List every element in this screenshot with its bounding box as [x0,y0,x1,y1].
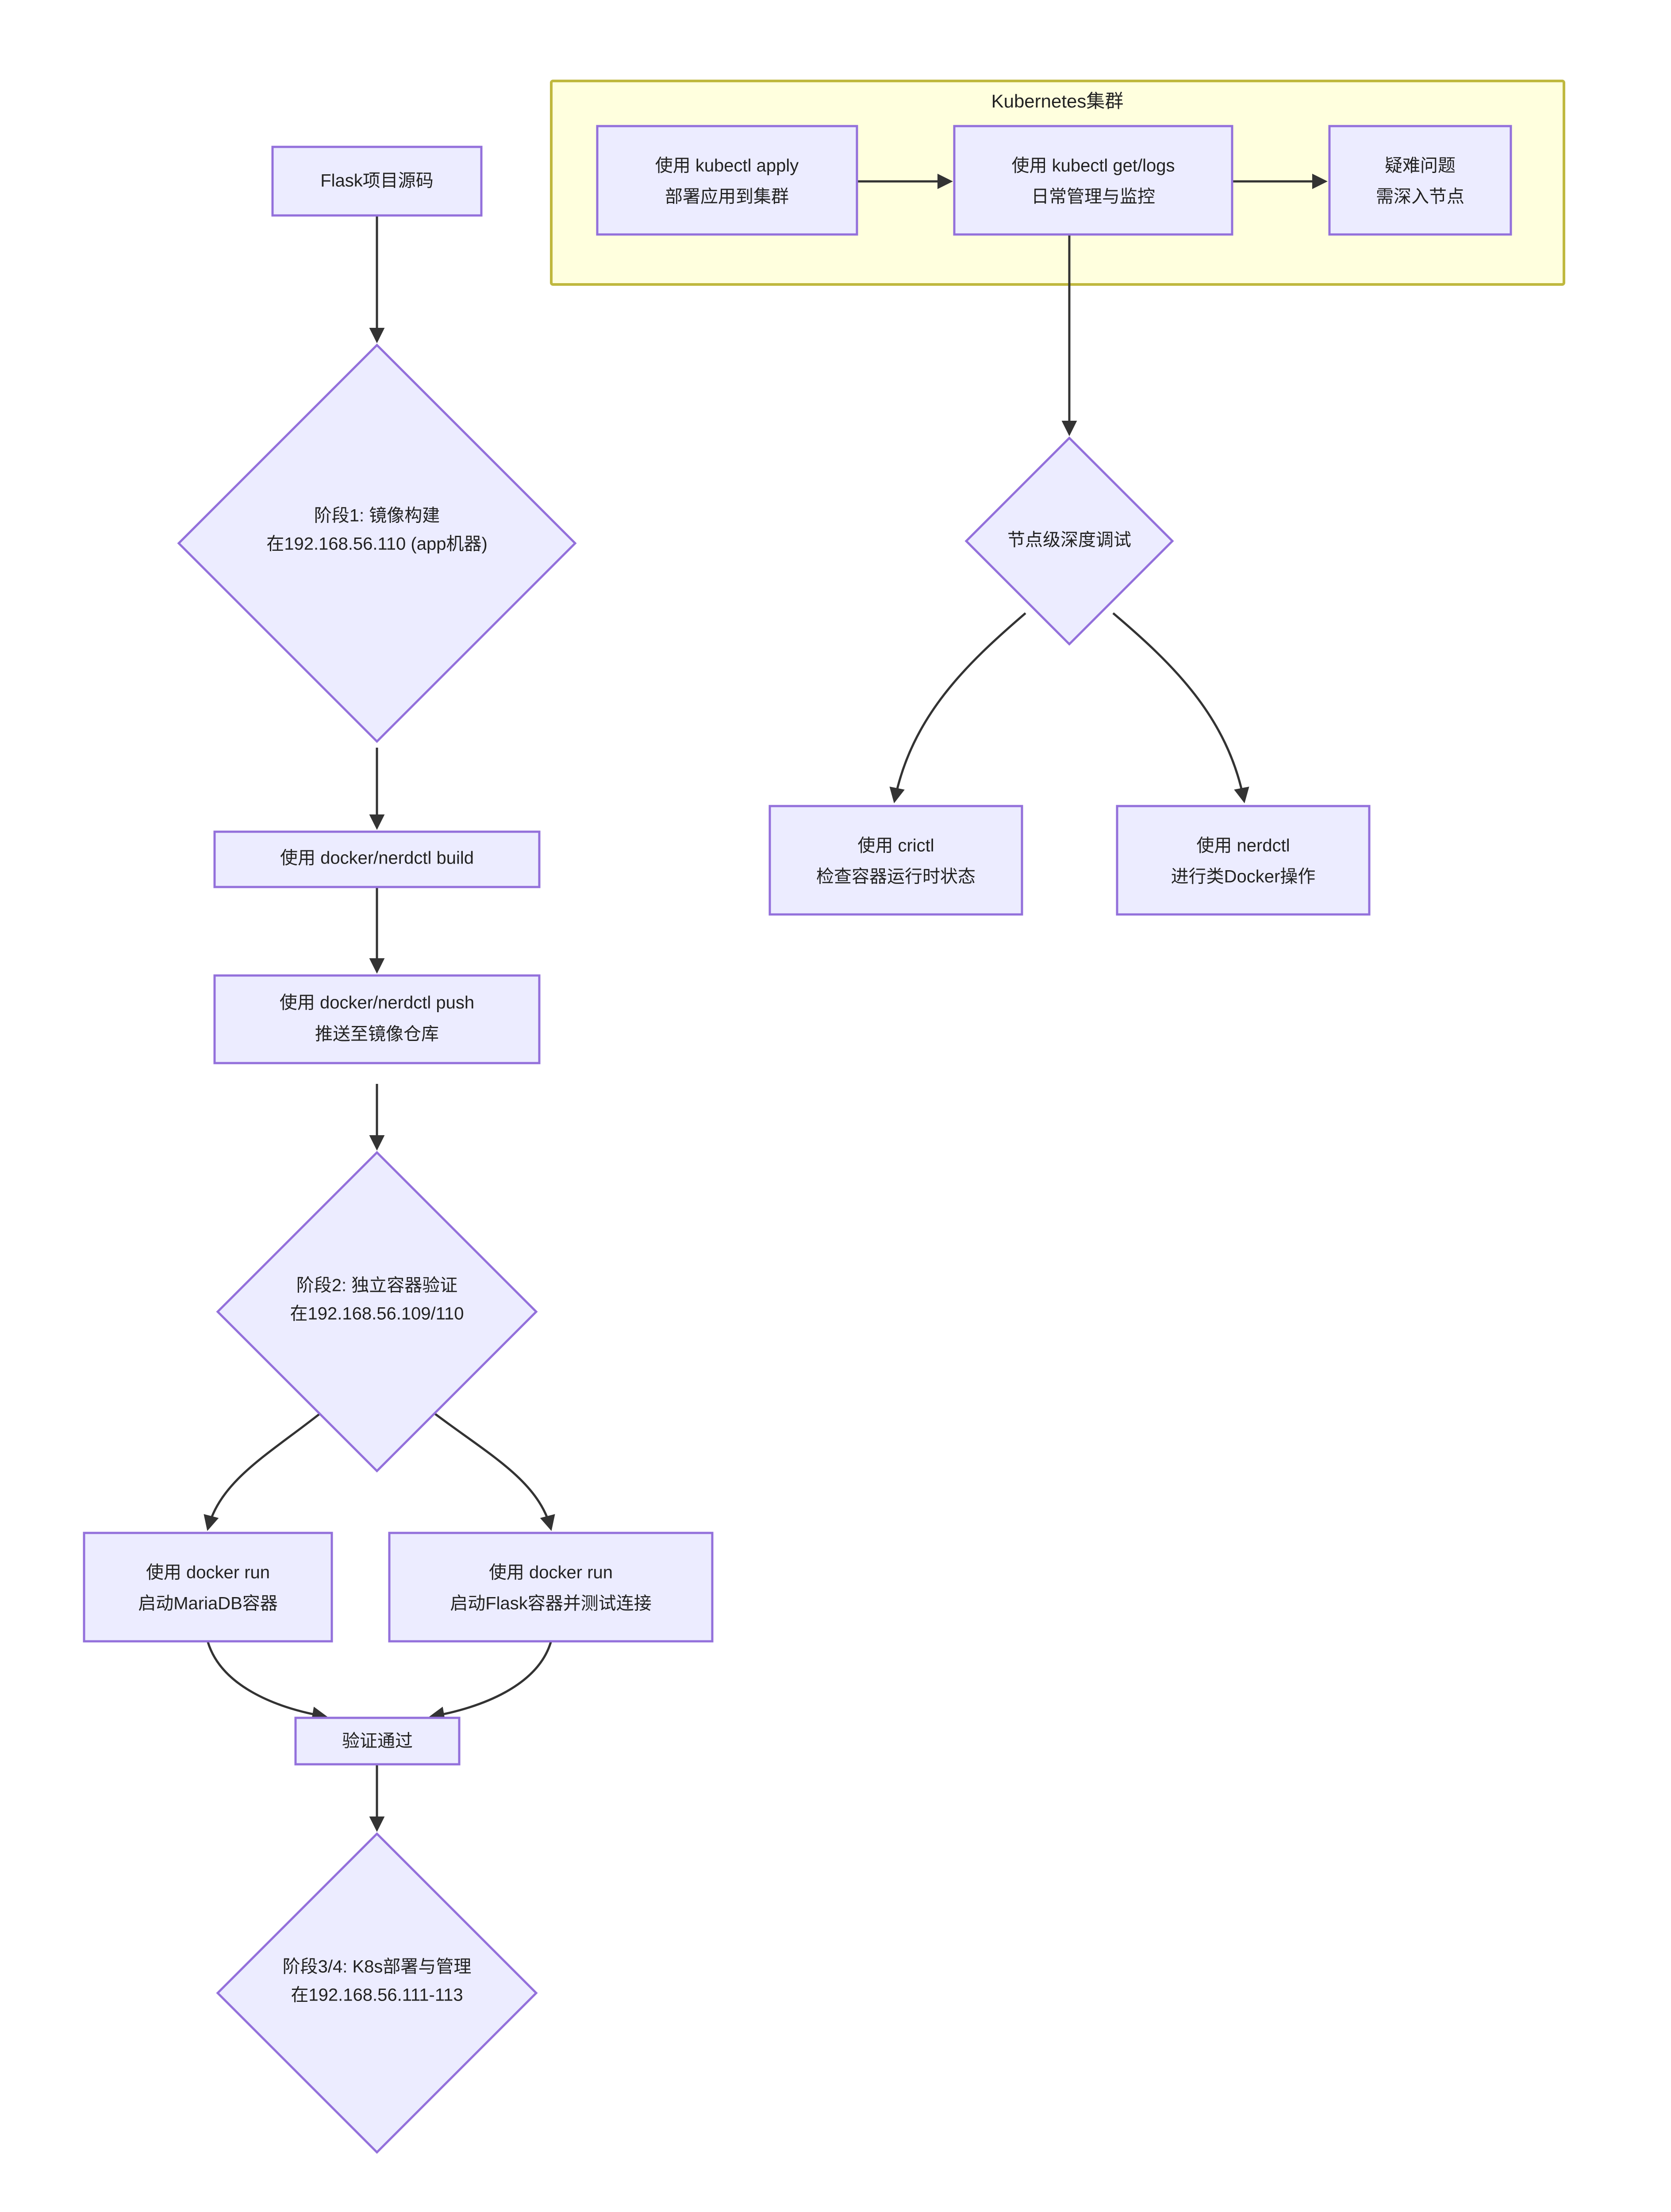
node-flask-run[interactable]: 使用 docker run 启动Flask容器并测试连接 [388,1532,714,1643]
node-phase34-shape[interactable] [216,1832,538,2154]
node-verified[interactable]: 验证通过 [294,1717,461,1766]
node-build-line1: 使用 docker/nerdctl build [280,849,474,868]
edge-nodedebug-to-crictl [889,612,1026,803]
node-kubectl-getlogs-shape[interactable] [953,125,1233,236]
node-crictl-line2: 检查容器运行时状态 [816,867,976,887]
node-crictl[interactable]: 使用 crictl 检查容器运行时状态 [768,805,1023,916]
node-verified-line1: 验证通过 [342,1732,413,1751]
node-kubectl-apply[interactable]: 使用 kubectl apply 部署应用到集群 [596,125,858,236]
edge-phase2-to-mariadb [204,1405,330,1531]
node-flask-source-shape[interactable] [271,146,483,217]
node-verified-shape[interactable] [294,1717,461,1766]
node-mariadb-run-line2: 启动MariaDB容器 [138,1594,278,1613]
edge-nodedebug-to-nerdctl [1112,612,1249,803]
node-mariadb-run-line1: 使用 docker run [146,1563,270,1582]
node-node-debug[interactable]: 节点级深度调试 [964,436,1174,646]
node-hard-issue-line1: 疑难问题 [1385,156,1456,176]
edge-flaskrun-to-verified [429,1642,552,1722]
node-phase1-line2: 在192.168.56.110 (app机器) [266,534,488,554]
node-phase34[interactable]: 阶段3/4: K8s部署与管理 在192.168.56.111-113 [216,1832,538,2154]
node-hard-issue-line2: 需深入节点 [1376,187,1464,207]
node-push-line2: 推送至镜像仓库 [315,1025,439,1044]
cluster-title: Kubernetes集群 [991,91,1124,111]
edge-phase2-to-flaskrun [424,1405,555,1531]
node-phase34-line2: 在192.168.56.111-113 [291,1985,463,2005]
node-kubectl-getlogs-line2: 日常管理与监控 [1031,187,1155,207]
node-phase2-line1: 阶段2: 独立容器验证 [296,1276,457,1295]
node-phase1-shape[interactable] [177,343,577,743]
node-phase2-line2: 在192.168.56.109/110 [290,1304,464,1324]
node-nerdctl-shape[interactable] [1116,805,1371,916]
node-flask-source-line1: Flask项目源码 [320,171,434,191]
node-nerdctl-line2: 进行类Docker操作 [1171,867,1316,887]
node-kubectl-getlogs[interactable]: 使用 kubectl get/logs 日常管理与监控 [953,125,1233,236]
node-phase2-shape[interactable] [216,1151,538,1473]
node-phase1-line1: 阶段1: 镜像构建 [314,506,440,526]
node-flask-source[interactable]: Flask项目源码 [271,146,483,217]
edge-layer [204,173,1328,1832]
node-nerdctl-line1: 使用 nerdctl [1196,836,1290,856]
node-crictl-line1: 使用 crictl [857,836,934,856]
node-flask-run-line1: 使用 docker run [489,1563,613,1582]
node-push-shape[interactable] [213,974,541,1064]
node-crictl-shape[interactable] [768,805,1023,916]
node-mariadb-run[interactable]: 使用 docker run 启动MariaDB容器 [83,1532,333,1643]
node-kubectl-apply-line2: 部署应用到集群 [665,187,789,207]
node-phase1[interactable]: 阶段1: 镜像构建 在192.168.56.110 (app机器) [177,343,577,743]
node-flask-run-line2: 启动Flask容器并测试连接 [450,1594,652,1613]
node-nerdctl[interactable]: 使用 nerdctl 进行类Docker操作 [1116,805,1371,916]
node-node-debug-shape[interactable] [964,436,1174,646]
node-flask-run-shape[interactable] [388,1532,714,1643]
node-hard-issue[interactable]: 疑难问题 需深入节点 [1328,125,1512,236]
node-phase2[interactable]: 阶段2: 独立容器验证 在192.168.56.109/110 [216,1151,538,1473]
edge-mariadb-to-verified [207,1642,328,1722]
node-push-line1: 使用 docker/nerdctl push [280,993,474,1013]
node-mariadb-run-shape[interactable] [83,1532,333,1643]
node-build[interactable]: 使用 docker/nerdctl build [213,830,541,888]
node-push[interactable]: 使用 docker/nerdctl push 推送至镜像仓库 [213,974,541,1064]
node-kubectl-apply-line1: 使用 kubectl apply [655,156,799,176]
node-kubectl-getlogs-line1: 使用 kubectl get/logs [1011,156,1175,176]
node-build-shape[interactable] [213,830,541,888]
node-phase34-line1: 阶段3/4: K8s部署与管理 [283,1957,472,1977]
node-kubectl-apply-shape[interactable] [596,125,858,236]
node-hard-issue-shape[interactable] [1328,125,1512,236]
node-node-debug-line1: 节点级深度调试 [1007,530,1131,550]
